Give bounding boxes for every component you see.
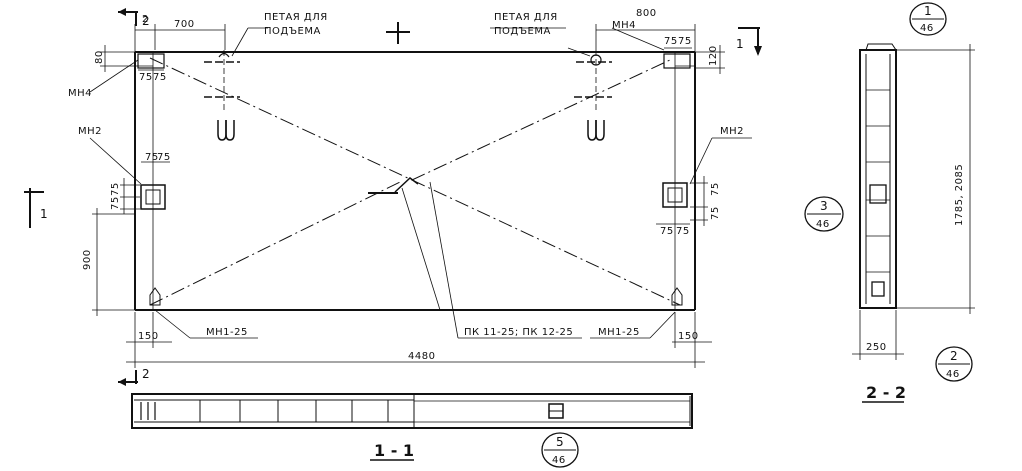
mn1-right-label: МН1-25 <box>598 327 640 338</box>
callout-1: 1 46 <box>909 2 947 36</box>
dim-left-height: 900 <box>82 249 93 270</box>
callout-2-top: 2 <box>950 349 958 363</box>
cut-1-top: 1 <box>736 37 744 51</box>
dim-top-left-small: 2 <box>142 14 149 25</box>
section-2-2-title: 2 - 2 <box>866 383 906 402</box>
mn2-plate-left-inner <box>145 189 161 205</box>
mn4-plate-right <box>663 53 691 69</box>
callout-3-bottom: 46 <box>816 219 830 230</box>
mn4-left-label: МН4 <box>68 88 92 99</box>
dim-mn4-right-w2: 75 <box>678 36 692 47</box>
callout-5-bottom: 46 <box>552 455 566 466</box>
dim-overall-length: 4480 <box>408 351 435 362</box>
lift-loop-left-label-1: ПЕТАЯ ДЛЯ <box>264 12 328 23</box>
dim-mn4-right-w1: 75 <box>664 36 678 47</box>
dim-top-right: 800 <box>636 8 657 19</box>
dim-mn2-right-h2: 75 <box>710 206 721 220</box>
callout-1-top: 1 <box>924 4 932 18</box>
cut-1-left: 1 <box>40 207 48 221</box>
dim-right-vert-small: 120 <box>708 45 719 66</box>
mn1-plate-right <box>671 287 683 306</box>
dim-section-height: 1785, 2085 <box>954 164 965 226</box>
callout-2-bottom: 46 <box>946 369 960 380</box>
lift-loop-right-label-1: ПЕТАЯ ДЛЯ <box>494 12 558 23</box>
mn1-left-label: МН1-25 <box>206 327 248 338</box>
dim-mn2-left-h2: 75 <box>110 196 121 210</box>
dim-mn2-left-h1: 75 <box>110 182 121 196</box>
dim-section-width: 250 <box>866 342 887 353</box>
dim-mn4-left-w2: 75 <box>153 72 167 83</box>
diagonal-upper-left <box>149 57 413 181</box>
section-1-1 <box>131 393 693 429</box>
pk-label: ПК 11-25; ПК 12-25 <box>464 327 573 338</box>
dim-bottom-left: 150 <box>138 331 159 342</box>
callout-3-top: 3 <box>820 199 828 213</box>
lift-loop-left <box>204 50 240 141</box>
mn2-plate-right <box>662 182 688 208</box>
dim-left-vert-small: 80 <box>94 50 105 64</box>
callout-3: 3 46 <box>804 196 844 232</box>
mn2-left-label: МН2 <box>78 126 102 137</box>
mn1-plate-left <box>149 287 161 306</box>
mn4-right-label: МН4 <box>612 20 636 31</box>
dim-mn2-right-h1: 75 <box>710 182 721 196</box>
center-node <box>394 177 419 193</box>
section-cuts <box>24 8 762 386</box>
dim-bottom-right: 150 <box>678 331 699 342</box>
lift-loop-right-label-2: ПОДЪЕМА <box>494 26 551 37</box>
diagonal-lower-left <box>149 181 401 306</box>
lift-loop-left-label-2: ПОДЪЕМА <box>264 26 321 37</box>
callout-2: 2 46 <box>935 346 973 382</box>
diagonal-lower-right <box>411 179 681 306</box>
cut-2-bottom: 2 <box>142 367 150 381</box>
panel-elevation <box>134 50 696 311</box>
callout-1-bottom: 46 <box>920 23 934 34</box>
cut-2-top: 2 <box>142 14 150 28</box>
callout-5-top: 5 <box>556 435 564 449</box>
section-2-2 <box>852 43 975 360</box>
section-1-1-title: 1 - 1 <box>374 441 414 460</box>
dimension-lines <box>89 24 752 368</box>
lift-loop-right <box>574 50 612 141</box>
dim-mn2-right-w2: 75 <box>676 226 690 237</box>
mn2-plate-left <box>140 184 166 210</box>
mn2-right-label: МН2 <box>720 126 744 137</box>
dim-mn4-left-w1: 75 <box>139 72 153 83</box>
dim-mn2-left-w2: 75 <box>157 152 171 163</box>
dim-mn2-right-w1: 75 <box>660 226 674 237</box>
dim-mn2-left-w1: 75 <box>145 152 159 163</box>
mn2-plate-right-inner <box>667 187 683 203</box>
callout-5: 5 46 <box>541 432 579 468</box>
diagonal-upper-right <box>411 59 671 181</box>
mn4-plate-left <box>137 53 165 69</box>
dim-top-left: 700 <box>174 19 195 30</box>
